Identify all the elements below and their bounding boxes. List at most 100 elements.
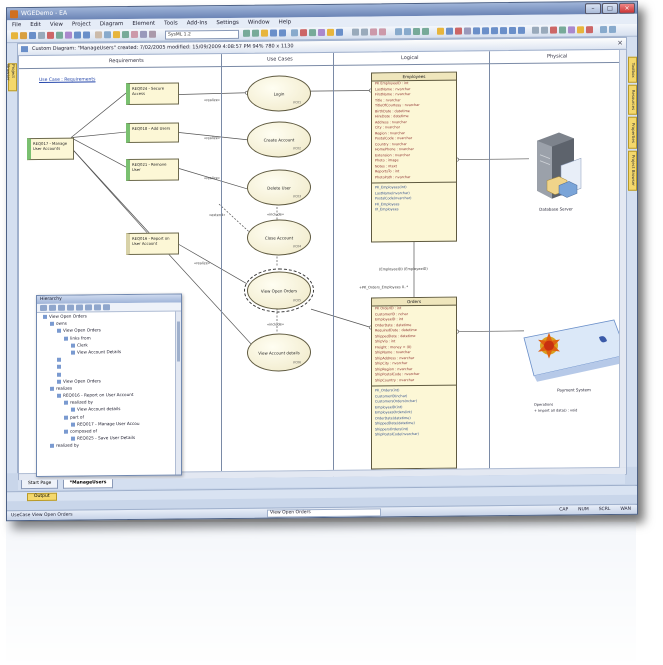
fill-color-icon[interactable] (327, 28, 334, 36)
zoom-fit-icon[interactable] (464, 27, 471, 35)
menu-file[interactable]: File (12, 22, 22, 29)
tab-start-page[interactable]: Start Page (21, 479, 59, 490)
magnify-1-icon[interactable] (473, 27, 480, 35)
new-icon[interactable] (11, 32, 18, 40)
menu-window[interactable]: Window (247, 19, 270, 26)
minimize-button[interactable]: – (585, 3, 601, 15)
zoom-in-icon[interactable] (270, 29, 277, 37)
requirement-r4[interactable]: REQ021 - Remove User (126, 158, 179, 182)
font-icon[interactable] (318, 28, 325, 37)
align-right-icon[interactable] (252, 29, 259, 37)
tool-e-icon[interactable] (568, 26, 575, 34)
connector-icon[interactable] (446, 27, 453, 35)
copy-icon[interactable] (56, 31, 63, 39)
orders-attribute-13[interactable]: ShipCountry : nvarchar (375, 377, 415, 382)
maximize-button[interactable]: □ (602, 2, 618, 15)
project-browser-tab[interactable]: Project Browser (628, 150, 637, 191)
properties-icon[interactable] (122, 31, 129, 39)
requirement-r5[interactable]: REQ016 - Report on User Account (126, 232, 179, 256)
hierarchy-tool-3-icon[interactable] (58, 304, 65, 311)
hierarchy-scrollbar[interactable] (175, 311, 181, 475)
tool-c-icon[interactable] (550, 26, 557, 34)
magnify-4-icon[interactable] (500, 27, 507, 35)
tool-i-icon[interactable] (609, 25, 616, 33)
tool-d-icon[interactable] (559, 26, 566, 34)
magnify-5-icon[interactable] (509, 26, 516, 35)
grid-icon[interactable] (352, 28, 359, 36)
tool-h-icon[interactable] (600, 26, 607, 34)
use-case-requirements-link[interactable]: Use Case : Requirements (39, 77, 96, 83)
requirement-r3[interactable]: REQ017 - Manage User Accounts (27, 137, 74, 161)
menu-tools[interactable]: Tools (164, 20, 178, 27)
bold-icon[interactable] (370, 28, 377, 36)
tool-b-icon[interactable] (541, 26, 548, 34)
hierarchy-tool-4-icon[interactable] (67, 304, 74, 311)
zoom-out-icon[interactable] (279, 29, 286, 37)
magnify-2-icon[interactable] (482, 27, 489, 35)
undo-icon[interactable] (74, 31, 81, 39)
save-icon[interactable] (29, 31, 36, 40)
redo-icon[interactable] (83, 31, 90, 39)
hierarchy-tool-8-icon[interactable] (103, 304, 110, 311)
element-icon[interactable] (437, 27, 444, 35)
output-icon[interactable] (140, 30, 147, 38)
close-button[interactable]: × (619, 2, 635, 14)
nav-back-icon[interactable] (395, 28, 402, 36)
menu-help[interactable]: Help (278, 19, 292, 26)
line-color-icon[interactable] (336, 28, 343, 36)
nav-up-icon[interactable] (413, 27, 420, 36)
menu-view[interactable]: View (49, 21, 63, 28)
snap-icon[interactable] (361, 28, 368, 36)
refresh-icon[interactable] (309, 29, 316, 37)
menu-element[interactable]: Element (132, 20, 156, 27)
hierarchy-tool-2-icon[interactable] (49, 304, 56, 311)
hierarchy-tool-1-icon[interactable] (40, 304, 47, 311)
hierarchy-row[interactable]: realized by (37, 441, 181, 450)
cut-icon[interactable] (47, 31, 54, 39)
technology-select[interactable]: SysML 1.2 (165, 29, 239, 40)
close-tab-icon[interactable]: × (617, 38, 623, 47)
menu-project[interactable]: Project (71, 21, 91, 28)
output-tab[interactable]: Output (27, 492, 57, 502)
employees-operation-4[interactable]: IX_Employees (375, 207, 399, 212)
diagram-canvas[interactable]: «realize» «realize» «realize» «realize» … (18, 48, 627, 482)
toolbox-tab[interactable]: Toolbox (628, 56, 637, 83)
menu-diagram[interactable]: Diagram (99, 21, 124, 28)
hierarchy-tool-6-icon[interactable] (85, 304, 92, 311)
orders-operation-8[interactable]: ShipPostalCode(nvarchar) (375, 431, 419, 437)
menu-edit[interactable]: Edit (30, 21, 41, 29)
left-dock-tab[interactable]: Project Browser (6, 63, 17, 92)
hierarchy-tool-7-icon[interactable] (94, 304, 101, 311)
notes-icon[interactable] (131, 30, 138, 39)
diagram-icon[interactable] (291, 29, 298, 37)
requirement-r2[interactable]: REQ018 - Add Users (126, 122, 179, 144)
align-left-icon[interactable] (243, 29, 250, 37)
tab-manage-users[interactable]: *ManageUsers (62, 479, 114, 489)
tool-f-icon[interactable] (577, 26, 584, 34)
menu-settings[interactable]: Settings (216, 19, 239, 27)
delete-icon[interactable] (300, 29, 307, 37)
italic-icon[interactable] (379, 28, 386, 36)
print-icon[interactable] (38, 31, 45, 39)
canvas-vertical-scrollbar[interactable] (619, 49, 626, 468)
magnify-6-icon[interactable] (518, 26, 525, 34)
lock-icon[interactable] (455, 27, 462, 35)
help-icon[interactable] (149, 30, 156, 38)
payment-system-icon[interactable]: Payment System (519, 315, 627, 401)
hierarchy-tool-5-icon[interactable] (76, 304, 83, 311)
tool-a-icon[interactable] (532, 26, 539, 34)
toolbox-icon[interactable] (113, 31, 120, 39)
database-server-icon[interactable]: Database Server (529, 130, 584, 231)
menu-addins[interactable]: Add-Ins (186, 20, 208, 27)
layout-icon[interactable] (261, 29, 268, 37)
requirement-r1[interactable]: REQ024 - Secure Access (126, 82, 179, 106)
properties-tab[interactable]: Properties (628, 116, 637, 149)
tool-g-icon[interactable] (586, 26, 593, 34)
nav-forward-icon[interactable] (404, 28, 411, 36)
find-icon[interactable] (95, 31, 102, 39)
paste-icon[interactable] (65, 31, 72, 39)
magnify-3-icon[interactable] (491, 27, 498, 35)
employees-attribute-17[interactable]: PhotoPath : nvarchar (375, 174, 411, 179)
